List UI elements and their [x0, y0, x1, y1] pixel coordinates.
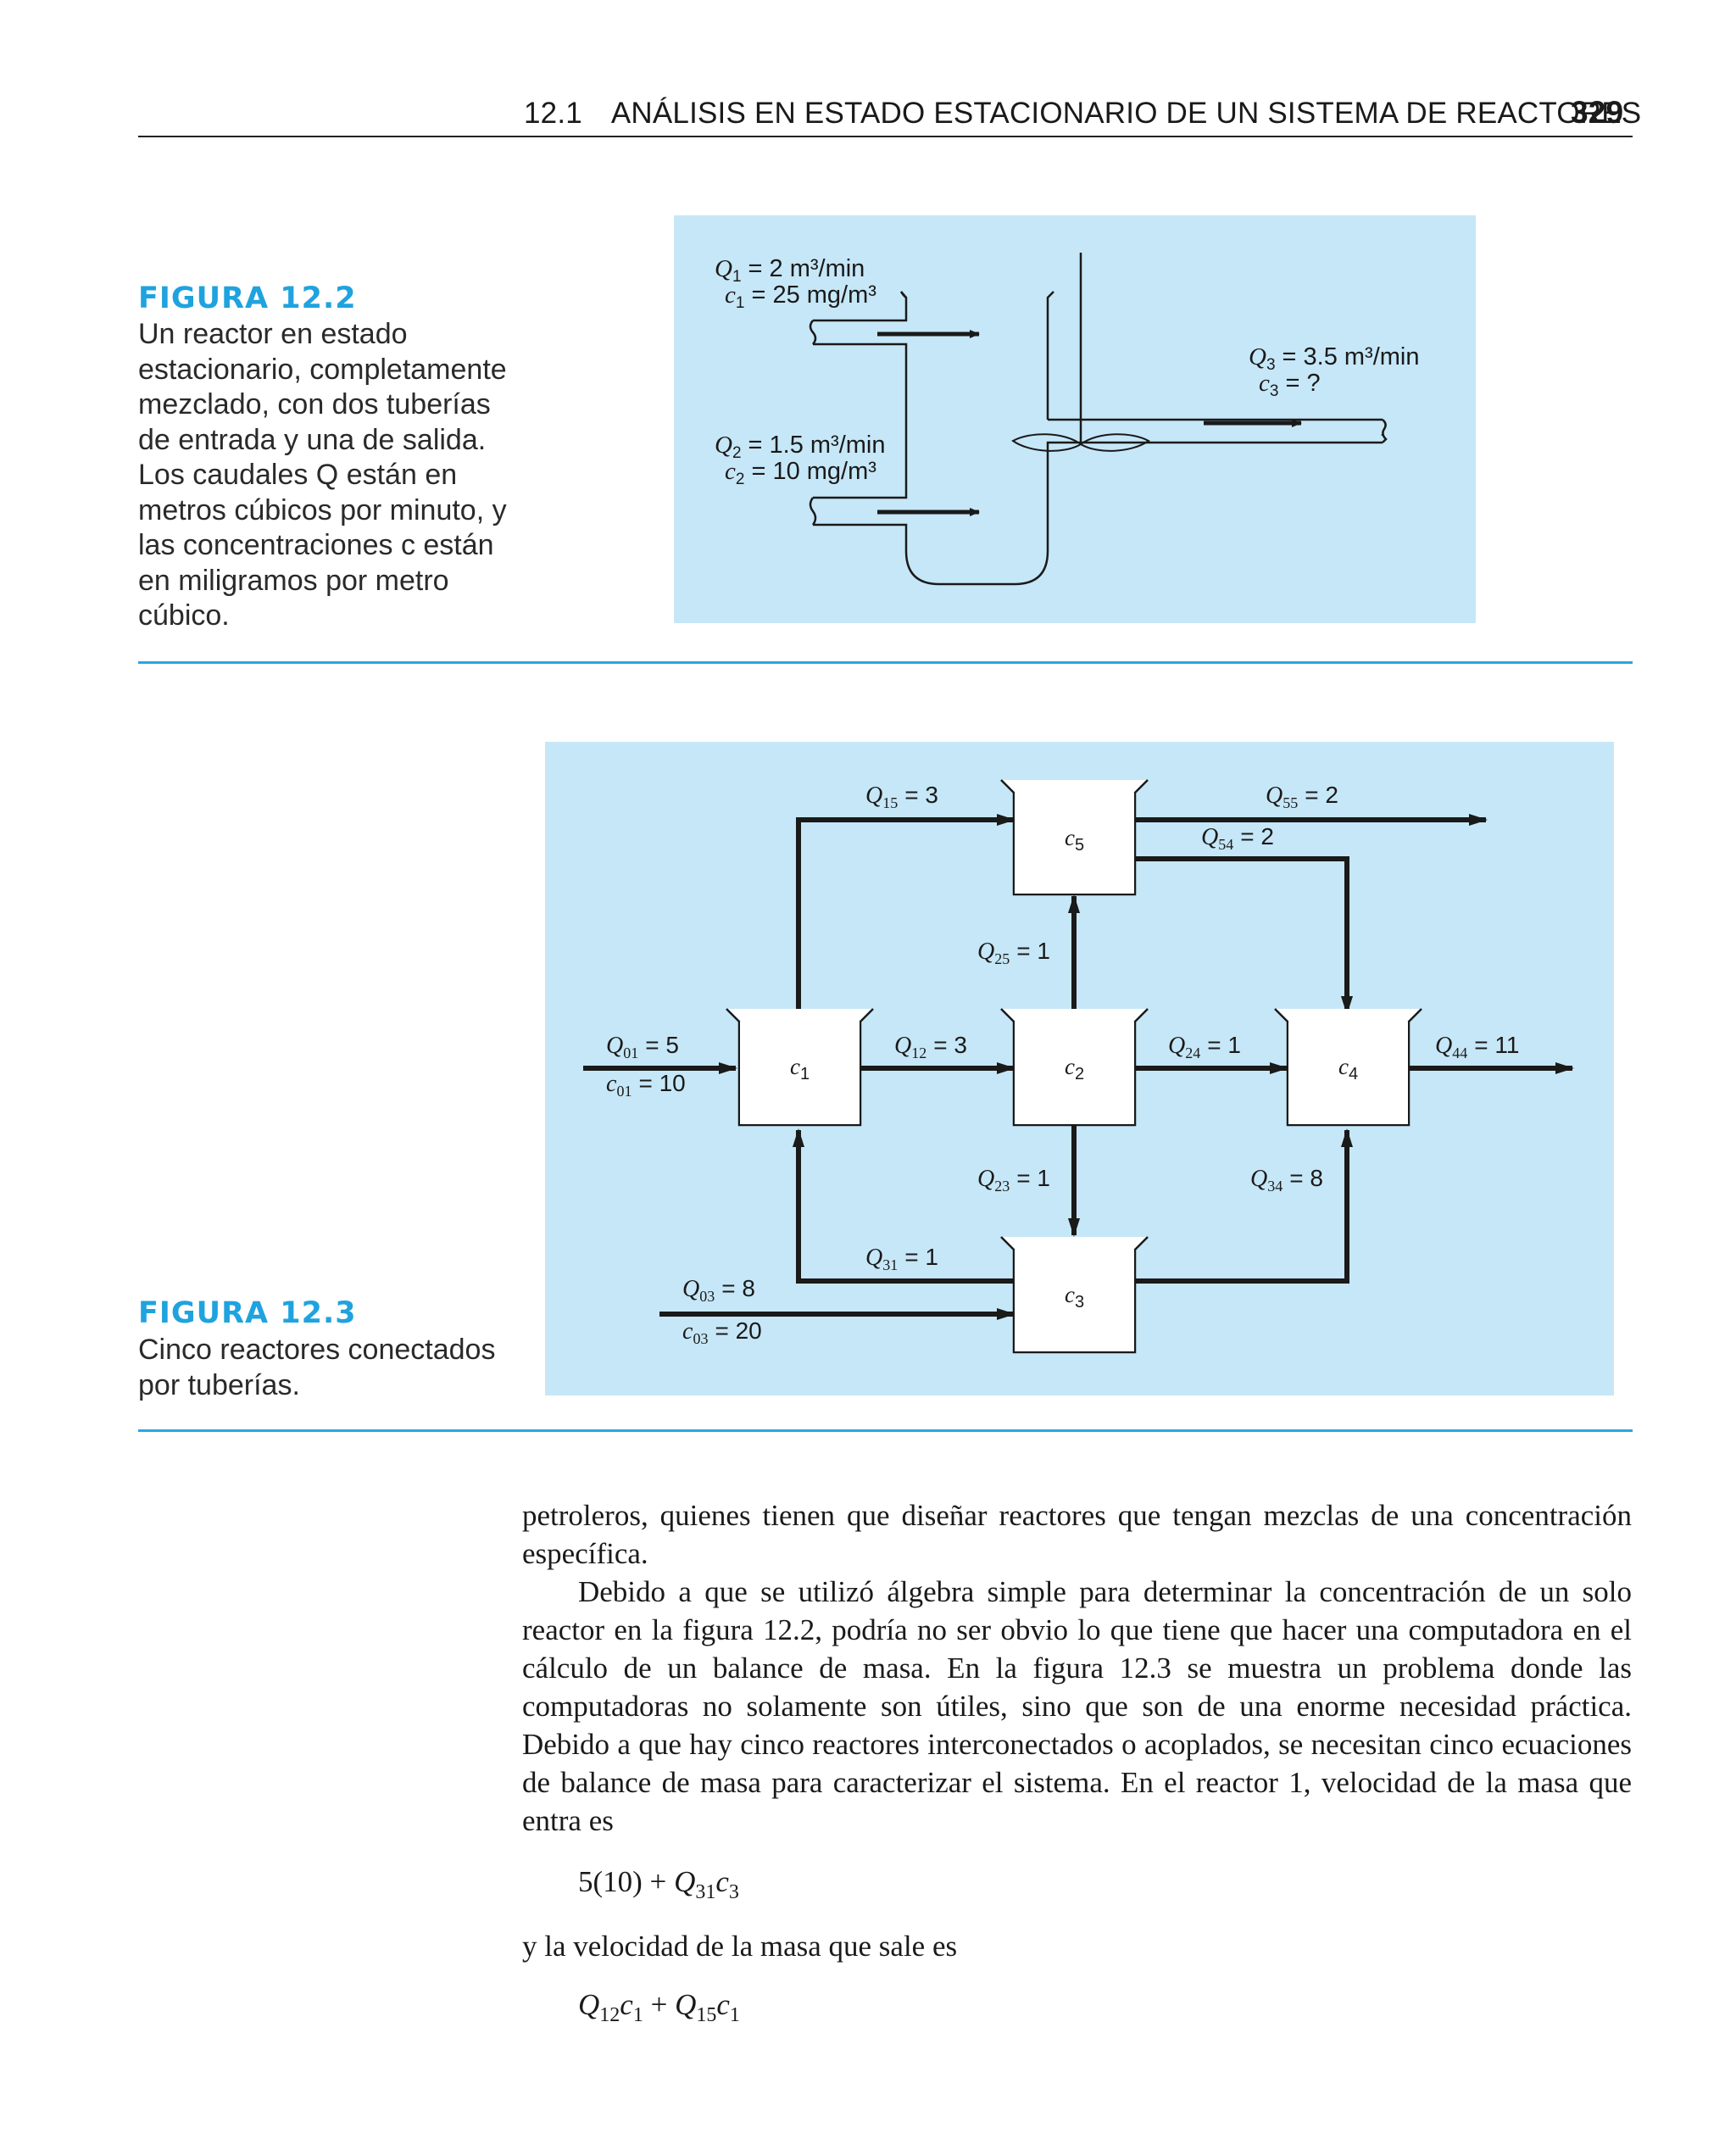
- pipe-q31: [793, 1128, 1014, 1284]
- equation-2-plus: +: [650, 1988, 668, 2021]
- svg-text:Q31= 1: Q31= 1: [865, 1244, 938, 1273]
- svg-text:Q44= 11: Q44= 11: [1435, 1032, 1519, 1061]
- inlet-1-conc: = 25 mg/m³: [751, 281, 876, 309]
- paragraph-3: y la velocidad de la masa que sale es: [522, 1930, 958, 1963]
- label-q44: = 11: [1474, 1032, 1519, 1058]
- pipe-q54: [1135, 856, 1353, 1015]
- label-q31: = 1: [904, 1244, 938, 1270]
- inlet-2-conc: = 10 mg/m³: [751, 458, 876, 485]
- section-title: ANÁLISIS EN ESTADO ESTACIONARIO DE UN SI…: [610, 97, 1642, 130]
- svg-text:Q54= 2: Q54= 2: [1201, 823, 1274, 853]
- label-q23: = 1: [1016, 1165, 1050, 1191]
- label-q15: = 3: [904, 782, 938, 808]
- svg-text:c1= 25 mg/m³: c1= 25 mg/m³: [725, 281, 876, 312]
- svg-text:Q34= 8: Q34= 8: [1250, 1165, 1323, 1195]
- page-number: 329: [1571, 95, 1624, 130]
- label-q01: = 5: [645, 1032, 679, 1058]
- equation-1-prefix: 5(10) +: [578, 1865, 667, 1898]
- outlet-flow: = 3.5 m³/min: [1283, 343, 1420, 370]
- svg-text:c3= ?: c3= ?: [1259, 370, 1321, 400]
- section-number: 12.1: [524, 97, 582, 130]
- svg-text:Q55= 2: Q55= 2: [1266, 782, 1338, 811]
- label-c01: = 10: [638, 1070, 685, 1096]
- svg-text:Q25= 1: Q25= 1: [977, 938, 1050, 967]
- paragraph-1: petroleros, quienes tienen que diseñar r…: [522, 1499, 1632, 1570]
- label-q12: = 3: [933, 1032, 967, 1058]
- body-text: petroleros, quienes tienen que diseñar r…: [522, 1496, 1632, 1840]
- label-q54: = 2: [1240, 823, 1274, 849]
- paragraph-2: Debido a que se utilizó álgebra simple p…: [522, 1575, 1632, 1837]
- svg-text:Q3= 3.5 m³/min: Q3= 3.5 m³/min: [1249, 343, 1420, 374]
- reactor-c5-label: c5: [1065, 825, 1084, 855]
- figure-12-3-diagram: c5 c1 c2 c4 c3 Q15= 3 Q55= 2 Q54= 2 Q25=…: [583, 779, 1574, 1354]
- figure-12-3-caption: Cinco reactores conectados por tuberías.: [138, 1334, 496, 1401]
- label-q24: = 1: [1207, 1032, 1241, 1058]
- reactor-c2-label: c2: [1065, 1054, 1084, 1083]
- running-header: 12.1 ANÁLISIS EN ESTADO ESTACIONARIO DE …: [524, 97, 1641, 131]
- reactor-c1-label: c1: [790, 1054, 810, 1083]
- svg-text:c03= 20: c03= 20: [682, 1317, 762, 1347]
- svg-text:Q23= 1: Q23= 1: [977, 1165, 1050, 1195]
- svg-text:c01= 10: c01= 10: [606, 1070, 686, 1100]
- svg-text:Q1= 2 m³/min: Q1= 2 m³/min: [715, 255, 865, 286]
- reactor-c4-label: c4: [1338, 1054, 1358, 1083]
- pipe-q15: [796, 814, 1015, 1009]
- equation-mass-out: Q12c1 + Q15c1: [578, 1988, 740, 2026]
- svg-text:Q2= 1.5 m³/min: Q2= 1.5 m³/min: [715, 432, 886, 462]
- svg-text:Q15= 3: Q15= 3: [865, 782, 938, 811]
- svg-text:Q12= 3: Q12= 3: [894, 1032, 967, 1061]
- figure-12-2-label: FIGURA 12.2: [138, 281, 357, 315]
- label-q34: = 8: [1289, 1165, 1323, 1191]
- figure-12-2-panel: Q1= 2 m³/min c1= 25 mg/m³ Q2= 1.5 m³/min…: [674, 215, 1476, 623]
- reactor-c3-label: c3: [1065, 1282, 1084, 1312]
- figure-12-3-rule: [138, 1429, 1633, 1432]
- label-q25: = 1: [1016, 938, 1050, 964]
- svg-text:Q03= 8: Q03= 8: [682, 1275, 755, 1305]
- outlet-conc: = ?: [1285, 370, 1320, 397]
- figure-12-2-diagram: Q1= 2 m³/min c1= 25 mg/m³ Q2= 1.5 m³/min…: [715, 253, 1420, 586]
- header-rule: [138, 136, 1633, 137]
- figure-12-3-label: FIGURA 12.3: [138, 1296, 357, 1330]
- figure-12-2-caption: Un reactor en estado estacionario, compl…: [138, 318, 507, 632]
- svg-text:Q01= 5: Q01= 5: [606, 1032, 679, 1061]
- figure-12-3-panel: c5 c1 c2 c4 c3 Q15= 3 Q55= 2 Q54= 2 Q25=…: [545, 742, 1614, 1395]
- impeller-icon: [1011, 433, 1150, 452]
- inlet-2-flow: = 1.5 m³/min: [748, 432, 886, 459]
- equation-mass-in: 5(10) + Q31c3: [578, 1865, 739, 1903]
- label-c03: = 20: [715, 1317, 761, 1344]
- label-q55: = 2: [1305, 782, 1338, 808]
- inlet-1-flow: = 2 m³/min: [748, 255, 865, 282]
- svg-text:c2= 10 mg/m³: c2= 10 mg/m³: [725, 458, 876, 488]
- label-q03: = 8: [721, 1275, 755, 1301]
- pipe-q34: [1135, 1128, 1353, 1284]
- figure-12-2-rule: [138, 661, 1633, 664]
- svg-text:Q24= 1: Q24= 1: [1168, 1032, 1241, 1061]
